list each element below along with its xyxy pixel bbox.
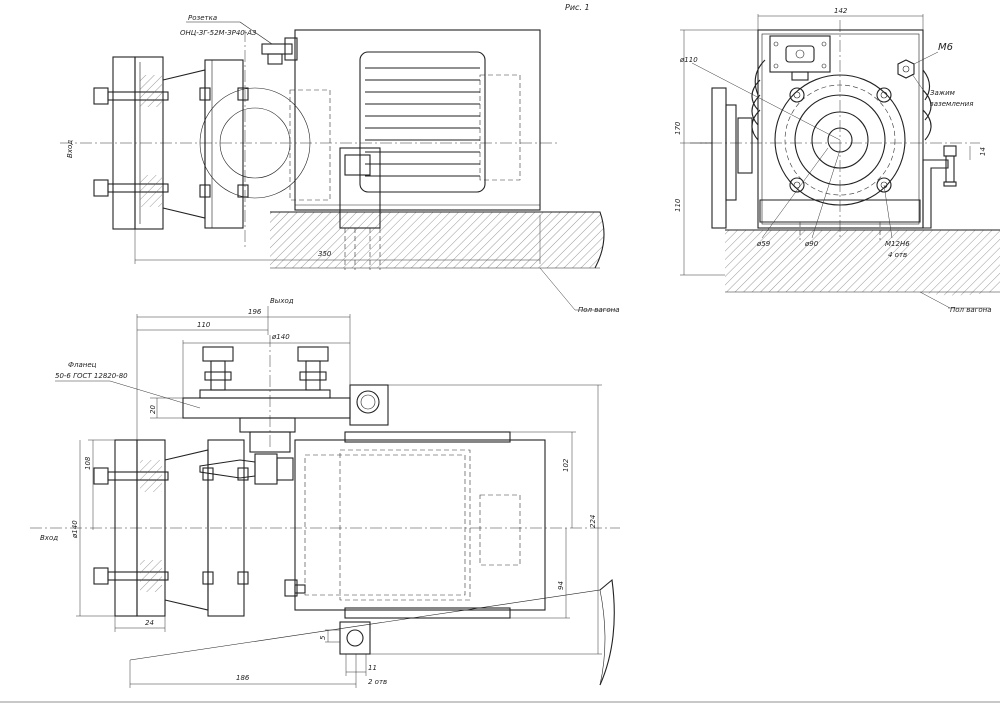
socket-plug xyxy=(199,453,294,485)
dia-110-label: ø110 xyxy=(679,56,698,64)
side-floor-label: Пол вагона xyxy=(950,306,992,314)
top-input-label: Вход xyxy=(40,534,58,542)
dim-14: 14 xyxy=(979,147,987,156)
dia-90-label: ø90 xyxy=(804,240,819,248)
mounting-foot xyxy=(339,147,381,229)
flange-designation: 50-6 ГОСТ 12820-80 xyxy=(55,372,128,380)
socket-connector xyxy=(261,37,298,65)
motor-body xyxy=(294,29,541,211)
dia-140-top: ø140 xyxy=(271,333,290,341)
socket-label: Розетка xyxy=(188,14,217,22)
coupling-flange xyxy=(204,59,244,229)
dim-94: 94 xyxy=(557,581,565,590)
motor-housing xyxy=(757,29,924,229)
dim-196: 196 xyxy=(248,308,262,316)
dim-20: 20 xyxy=(149,405,157,414)
dim-170: 170 xyxy=(674,121,682,135)
dim-110-side: 110 xyxy=(674,198,682,212)
socket-plate xyxy=(769,35,831,73)
dia-140-side: ø140 xyxy=(71,520,79,539)
dim-102: 102 xyxy=(562,458,570,472)
dim-11: 11 xyxy=(368,664,377,672)
figure-label: Рис. 1 xyxy=(565,3,590,12)
holes-qty-label: 2 отв xyxy=(368,678,387,686)
ground-clamp-label: Зажим xyxy=(930,89,956,97)
outlet-flange xyxy=(182,397,351,419)
top-motor-body xyxy=(294,439,546,611)
dim-142: 142 xyxy=(834,7,848,15)
dim-350: 350 xyxy=(318,250,332,258)
ground-clamp-label-2: заземления xyxy=(930,100,973,108)
thread-m6-label: М6 xyxy=(938,42,953,53)
flange-label: Фланец xyxy=(68,361,97,369)
front-input-label: Вход xyxy=(66,140,74,158)
dim-110-top: 110 xyxy=(197,321,211,329)
dia-59-label: ø59 xyxy=(756,240,771,248)
front-view: Розетка ОНЦ-ЗГ-52М-ЗР40-А3 Вход 350 xyxy=(60,14,605,311)
thread-m12-label: М12Н6 xyxy=(885,240,910,248)
dim-5: 5 xyxy=(319,635,327,640)
thread-qty-label: 4 отв xyxy=(888,251,907,259)
dim-186: 186 xyxy=(236,674,250,682)
dim-108: 108 xyxy=(84,456,92,470)
floor-section xyxy=(270,212,604,268)
dim-24: 24 xyxy=(145,619,154,627)
dim-224: 224 xyxy=(589,515,597,528)
cooling-fins xyxy=(359,51,486,193)
side-view: 142 170 110 14 М6 Зажим заземления ø110 … xyxy=(674,7,1000,314)
top-view: Выход Фланец 50-6 ГОСТ 12820-80 Вход 196… xyxy=(30,297,620,688)
socket-designation: ОНЦ-ЗГ-52М-ЗР40-А3 xyxy=(180,29,257,37)
output-label: Выход xyxy=(270,297,294,305)
